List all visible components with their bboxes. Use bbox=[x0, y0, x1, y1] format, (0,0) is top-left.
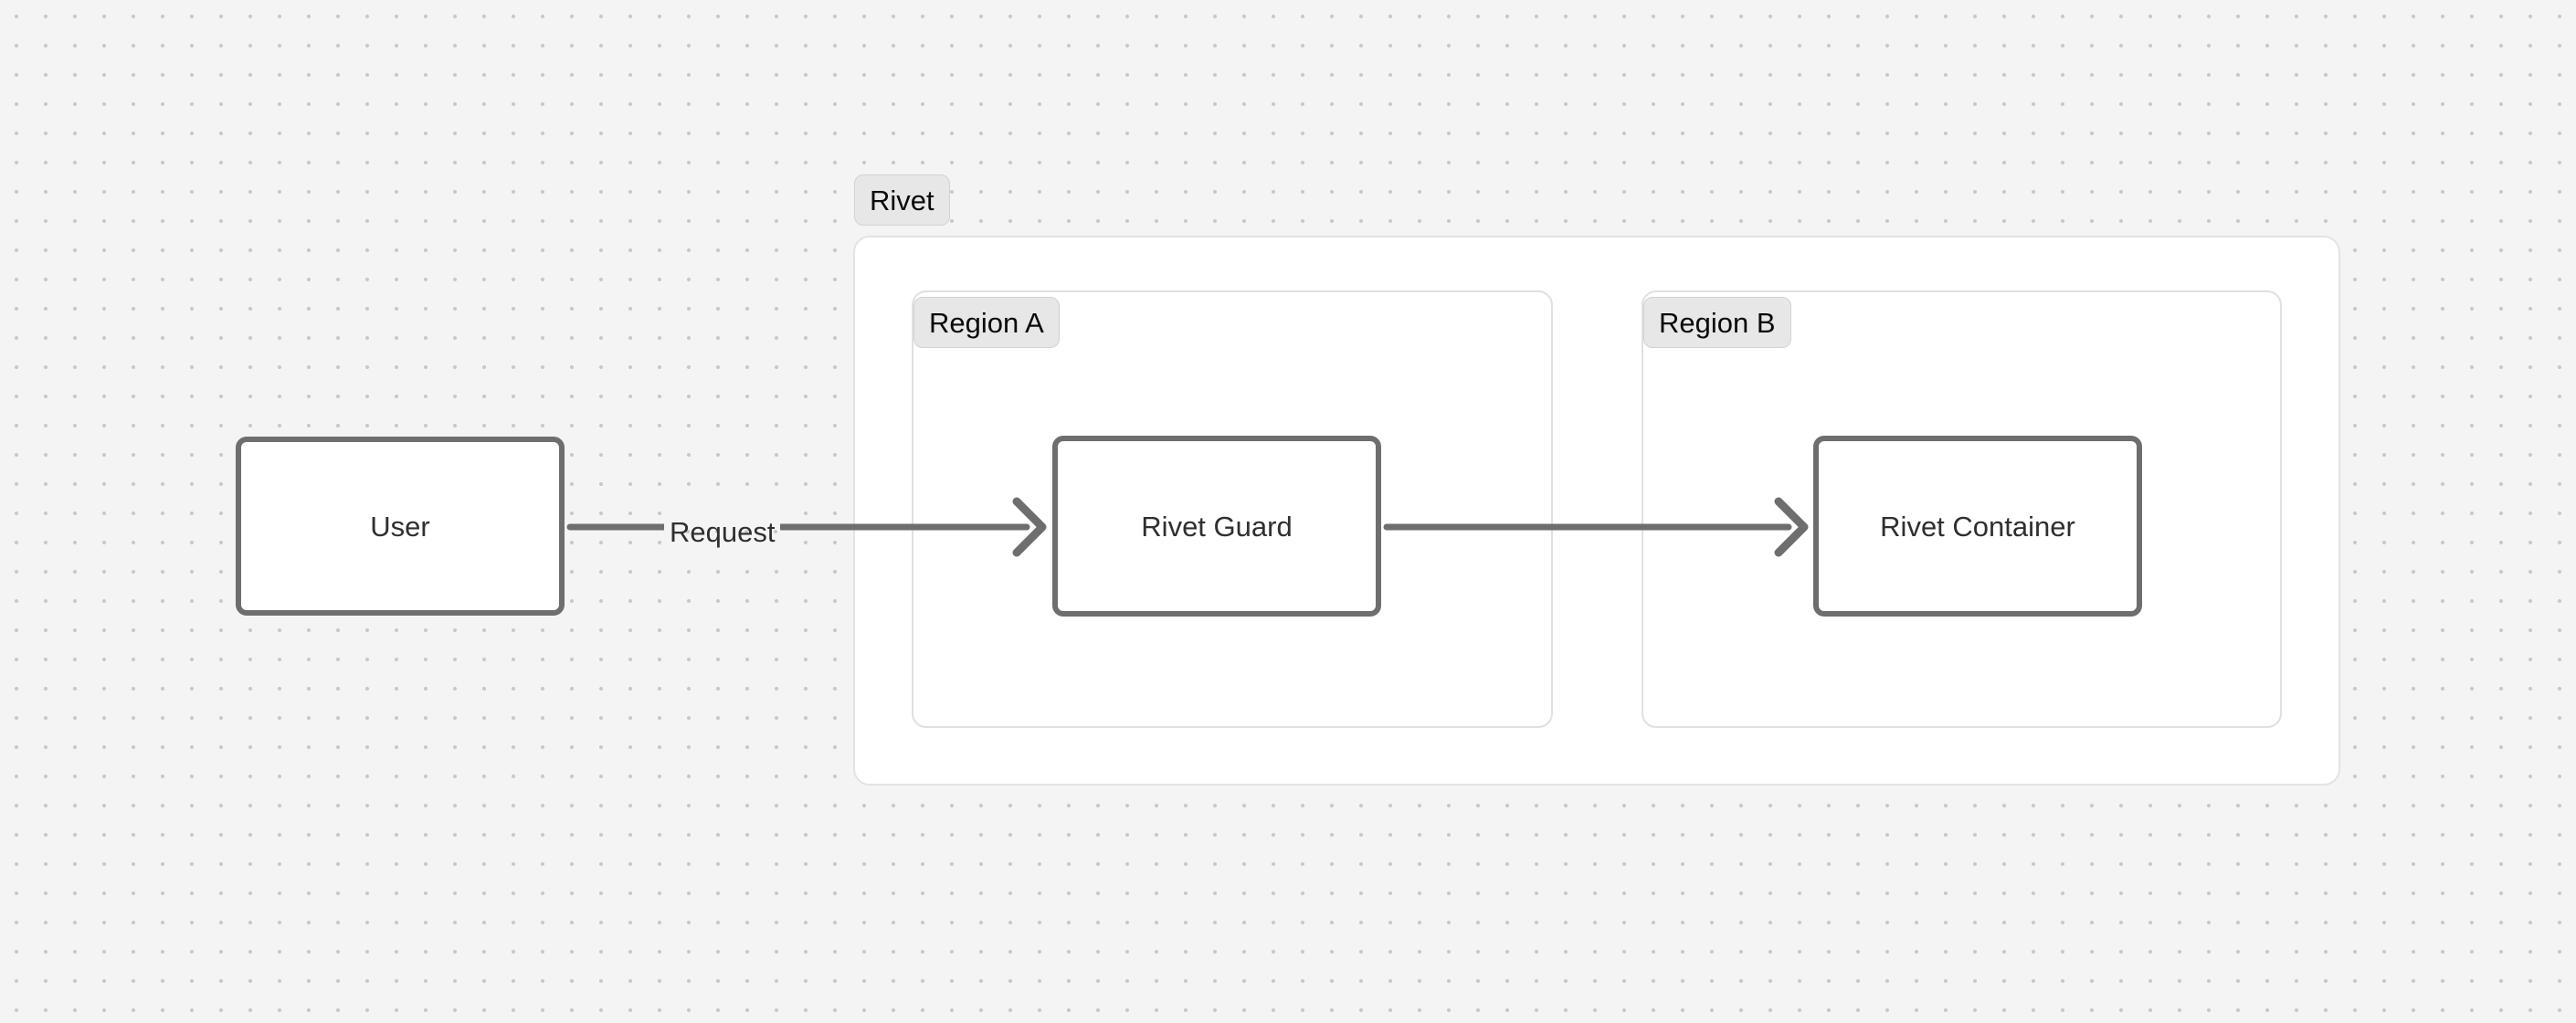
node-user[interactable]: User bbox=[236, 437, 565, 616]
group-label-rivet[interactable]: Rivet bbox=[854, 174, 950, 226]
group-label-region-a[interactable]: Region A bbox=[913, 297, 1060, 348]
edge-label-request: Request bbox=[664, 508, 781, 555]
node-rivet-guard[interactable]: Rivet Guard bbox=[1052, 436, 1381, 617]
group-label-region-b[interactable]: Region B bbox=[1643, 297, 1791, 348]
node-rivet-container[interactable]: Rivet Container bbox=[1813, 436, 2142, 617]
